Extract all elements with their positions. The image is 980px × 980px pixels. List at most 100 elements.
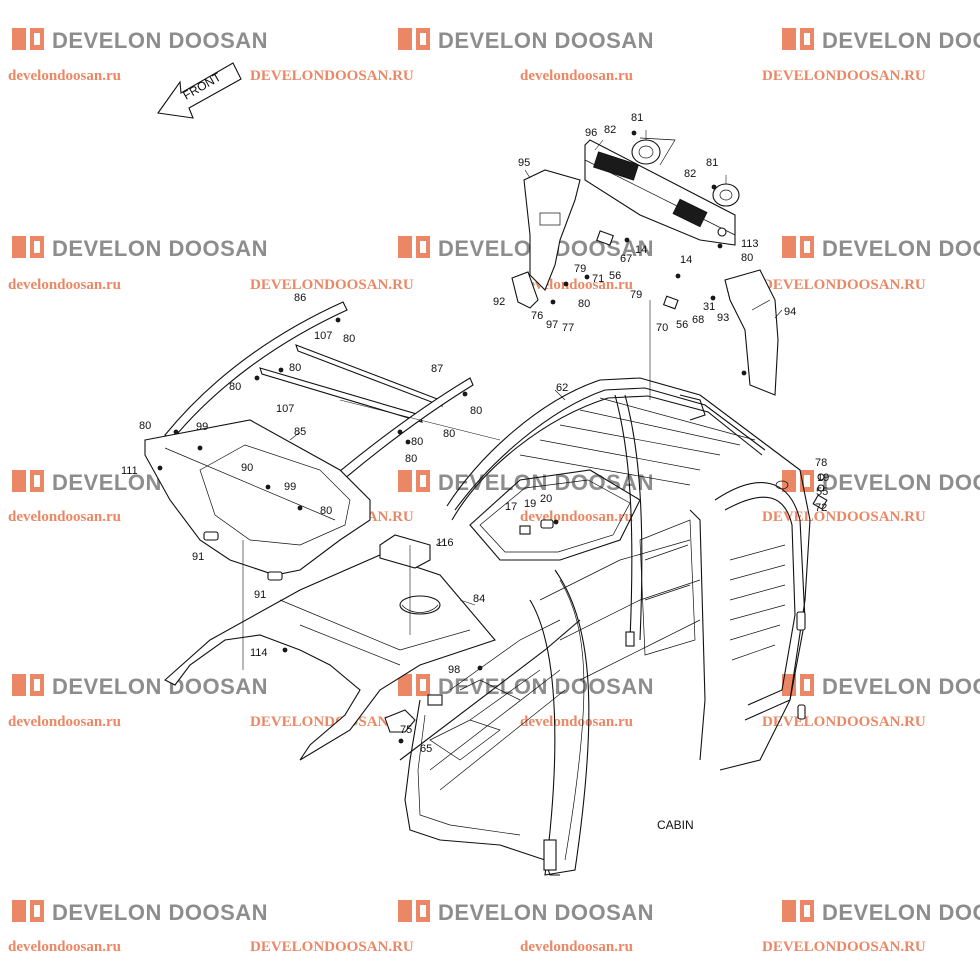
part-91-pads — [203, 531, 283, 581]
watermark-url-text: develondoosan.ru — [520, 509, 633, 525]
logo-mark-icon — [416, 674, 430, 696]
watermark-brand-text: DEVELON DOOSAN — [438, 674, 654, 699]
part-81-speakers — [631, 137, 740, 207]
watermark-url-text: develondoosan.ru — [520, 939, 633, 955]
logo-mark-icon — [12, 470, 26, 492]
part-86-roof-strip — [164, 301, 348, 441]
part-number-label: 14 — [635, 244, 647, 256]
logo-mark-icon — [12, 236, 26, 258]
part-number-label: 31 — [703, 301, 715, 313]
part-75-pad — [384, 709, 416, 733]
watermark-logo: DEVELON DOOSAN — [12, 674, 268, 699]
part-number-label: 79 — [574, 263, 586, 275]
part-number-label: 95 — [518, 157, 530, 169]
part-number-label: 97 — [546, 319, 558, 331]
part-number-label: 86 — [294, 292, 306, 304]
watermark-url-text: develondoosan.ru — [8, 509, 121, 525]
leader-lines — [242, 130, 783, 670]
watermark-logo: DEVELON DOOSAN — [782, 236, 980, 261]
small-brackets — [427, 230, 828, 706]
watermark-url-text: DEVELONDOOSAN.RU — [762, 68, 926, 84]
logo-mark-icon — [800, 900, 814, 922]
part-number-label: 14 — [680, 254, 692, 266]
part-number-label: 107 — [314, 330, 332, 342]
part-number-label: 98 — [448, 664, 460, 676]
watermark-logo: DEVELON DOOSAN — [12, 28, 268, 53]
watermark-url-text: DEVELONDOOSAN.RU — [250, 714, 414, 730]
part-number-label: 82 — [604, 124, 616, 136]
part-number-label: 80 — [741, 252, 753, 264]
logo-mark-icon — [398, 236, 412, 258]
part-number-label: 80 — [343, 333, 355, 345]
part-number-label: 99 — [284, 481, 296, 493]
watermark-brand-text: DEVELON DOOSAN — [52, 236, 268, 261]
logo-mark-icon — [398, 470, 412, 492]
watermark-url-text: DEVELONDOOSAN.RU — [762, 714, 926, 730]
part-number-label: 116 — [436, 537, 454, 549]
logo-mark-icon — [782, 236, 796, 258]
part-number-label: 80 — [229, 381, 241, 393]
diagram-caption: CABIN — [657, 818, 694, 832]
part-number-label: 70 — [656, 322, 668, 334]
part-number-label: 91 — [254, 589, 266, 601]
logo-mark-icon — [398, 900, 412, 922]
part-number-label: 111 — [121, 465, 138, 477]
watermark-url-text: develondoosan.ru — [520, 714, 633, 730]
part-116-pad — [379, 534, 431, 569]
watermark-url-text: DEVELONDOOSAN.RU — [762, 277, 926, 293]
part-number-label: 72 — [815, 502, 827, 514]
logo-mark-icon — [30, 900, 44, 922]
part-number-label: 84 — [473, 593, 485, 605]
part-number-label: 71 — [592, 273, 604, 285]
watermark-url-text: develondoosan.ru — [8, 68, 121, 84]
watermark-brand-text: DEVELON DOOSAN — [822, 470, 980, 495]
part-number-label: 67 — [620, 253, 632, 265]
part-number-label: 87 — [431, 363, 443, 375]
watermark-logo: DEVELON DOOSAN — [782, 900, 980, 925]
part-84-panel — [164, 554, 496, 761]
watermark-brand-text: DEVELON DOOSAN — [822, 236, 980, 261]
watermark-url-text: develondoosan.ru — [520, 68, 633, 84]
part-number-label: 80 — [289, 362, 301, 374]
watermark-logo: DEVELON DOOSAN — [398, 674, 654, 699]
logo-mark-icon — [800, 674, 814, 696]
part-number-label: 114 — [250, 647, 268, 659]
logo-mark-icon — [398, 28, 412, 50]
part-number-label: 79 — [630, 289, 642, 301]
watermark-url-text: DEVELONDOOSAN.RU — [250, 68, 414, 84]
part-number-label: 56 — [609, 270, 621, 282]
watermark-url-text: develondoosan.ru — [8, 277, 121, 293]
part-number-label: 80 — [405, 453, 417, 465]
watermark-url-text: develondoosan.ru — [8, 939, 121, 955]
logo-mark-icon — [30, 674, 44, 696]
part-number-label: 99 — [196, 421, 208, 433]
part-number-label: 90 — [241, 462, 253, 474]
part-number-label: 93 — [717, 312, 729, 324]
watermark-brand-text: DEVELON DOOSAN — [438, 28, 654, 53]
watermark-brand-text: DEVELON DOOSAN — [52, 900, 268, 925]
watermark-brand-text: DEVELON DOOSAN — [822, 28, 980, 53]
part-number-label: 94 — [784, 306, 796, 318]
watermark-logo: DEVELON DOOSAN — [398, 470, 654, 495]
part-number-label: 65 — [420, 743, 432, 755]
part-number-label: 80 — [443, 428, 455, 440]
watermark-brand-text: DEVELON DOOSAN — [52, 674, 268, 699]
part-number-label: 77 — [562, 322, 574, 334]
part-number-label: 62 — [556, 382, 568, 394]
part-number-label: 80 — [470, 405, 482, 417]
part-number-label: 80 — [578, 298, 590, 310]
part-62-roof-seal — [451, 395, 763, 521]
logo-mark-icon — [782, 900, 796, 922]
part-number-label: 80 — [411, 436, 423, 448]
logo-mark-icon — [416, 900, 430, 922]
watermark-logo: DEVELON DOOSAN — [12, 900, 268, 925]
part-96-speaker-panel — [584, 139, 736, 246]
part-95-pillar-trim — [523, 169, 581, 291]
part-number-label: 107 — [276, 403, 294, 415]
part-number-label: 17 — [505, 501, 517, 513]
logo-mark-icon — [416, 470, 430, 492]
part-number-label: 91 — [192, 551, 204, 563]
part-107-bars — [259, 344, 443, 423]
